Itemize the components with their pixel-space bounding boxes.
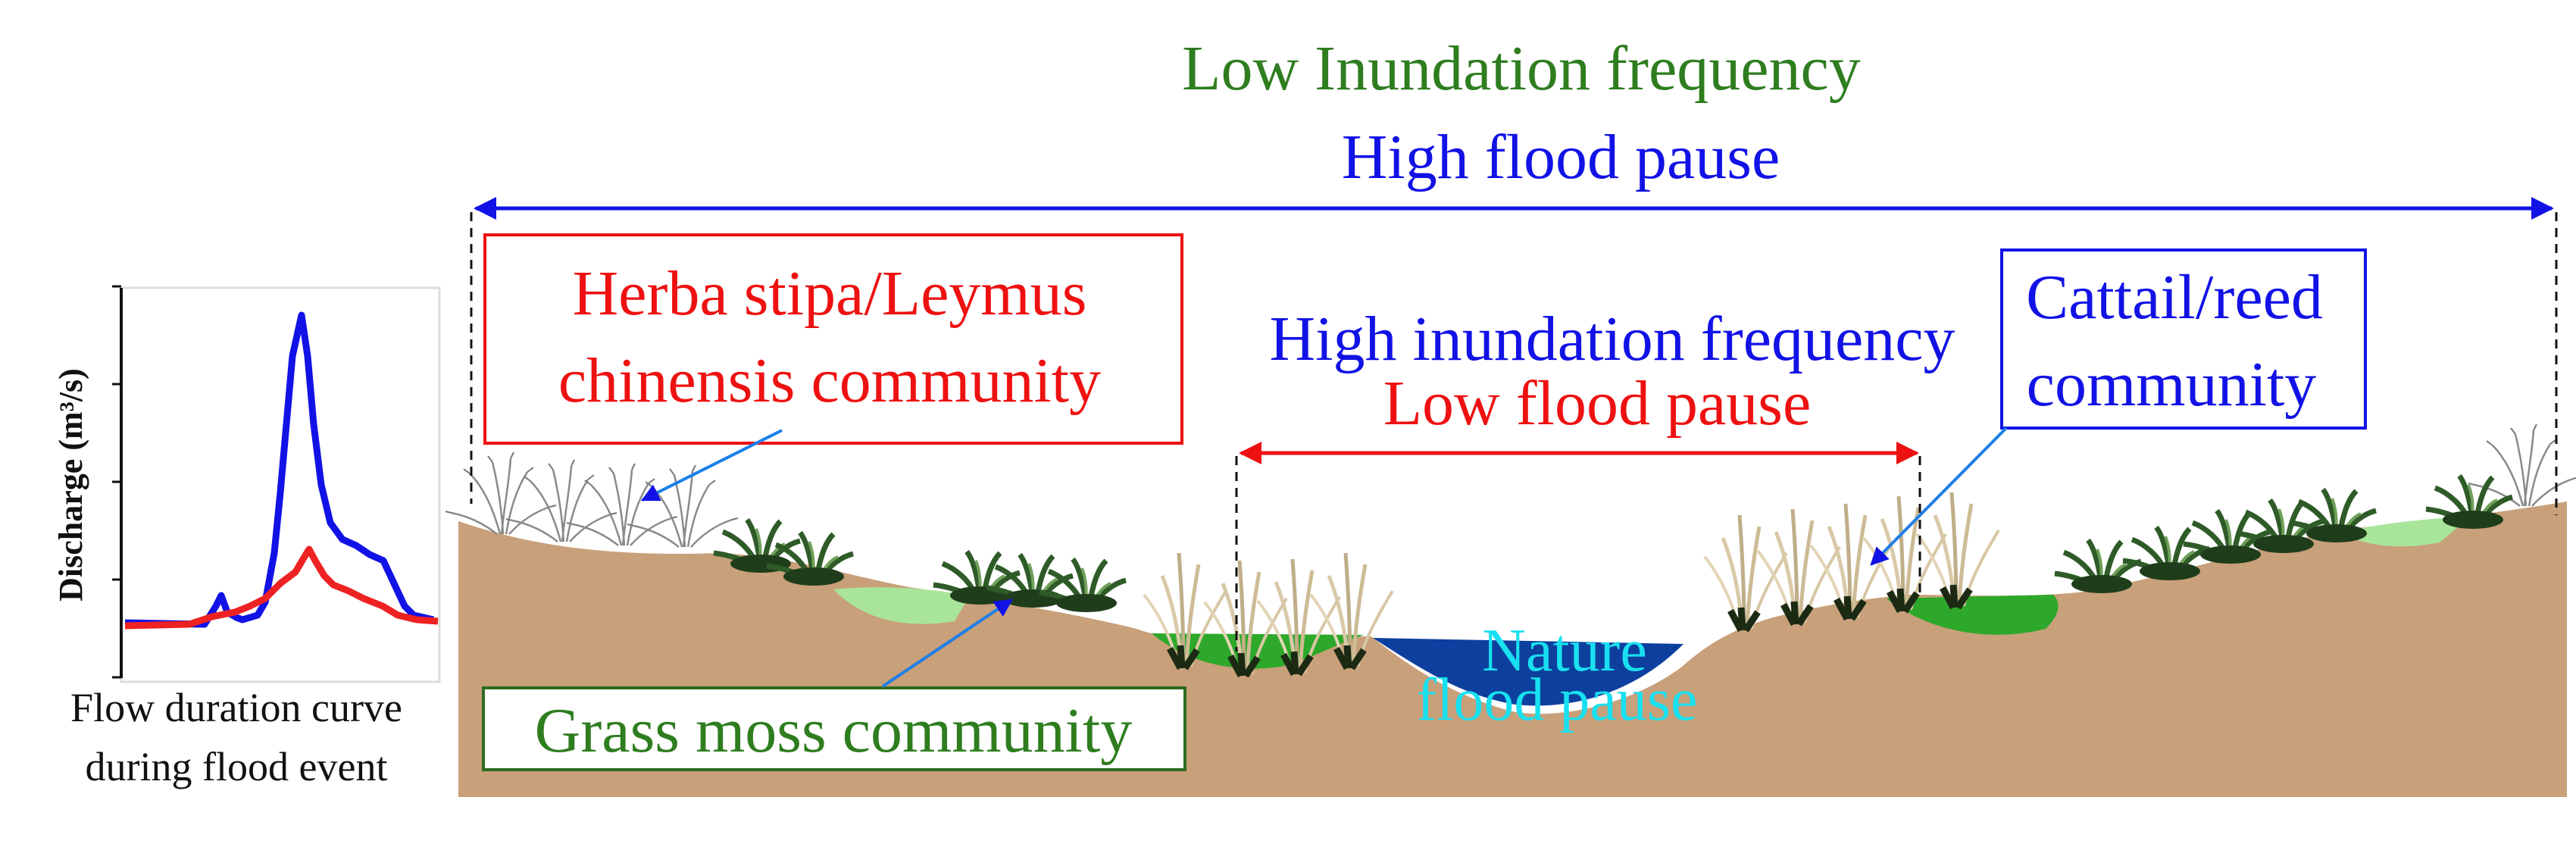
arrow-icon (640, 429, 783, 502)
low-flood-pause-label: Low flood pause (1383, 368, 1812, 439)
herba-box-border (483, 233, 1183, 445)
flood-pause-label: flood pause (1416, 667, 1697, 733)
inset-ylabel: Discharge (m³/s) (52, 368, 89, 602)
high-flood-pause-span (470, 197, 2558, 515)
meadow-patch-left (833, 587, 970, 624)
high-flood-pause-title: High flood pause (1342, 122, 1780, 192)
inset-caption-line1: Flow duration curve (70, 685, 402, 730)
cattail-line1: Cattail/reed (2026, 262, 2323, 333)
grass-moss-callout: Grass moss community (482, 599, 1186, 771)
grass-moss-box-border (482, 686, 1186, 771)
herba-stipa-callout: Herba stipa/Leymus chinensis community (483, 233, 1183, 502)
right-marsh (1887, 595, 2059, 635)
cattail-reed-callout: Cattail/reed community (1870, 248, 2367, 566)
herba-line2: chinensis community (558, 345, 1101, 416)
arrow-icon (881, 599, 1013, 688)
inset-caption-line2: during flood event (86, 744, 388, 789)
inset-red-curve (124, 545, 439, 630)
low-flood-pause-span (1235, 442, 1921, 652)
grass-moss-label: Grass moss community (535, 695, 1133, 766)
water-channel (1373, 638, 1683, 706)
herba-line1: Herba stipa/Leymus (573, 258, 1087, 329)
cattail-line2: community (2027, 349, 2317, 420)
arrow-icon (1870, 427, 2008, 566)
low-inundation-title: Low Inundation frequency (1182, 33, 1861, 104)
high-inundation-label: High inundation frequency (1269, 304, 1955, 374)
nature-label: Nature (1482, 617, 1647, 684)
cattail-box-border (2000, 248, 2367, 430)
inset-flow-chart: Discharge (m³/s) Flow duration curve dur… (52, 285, 441, 789)
meadow-patch-right (2341, 517, 2470, 547)
